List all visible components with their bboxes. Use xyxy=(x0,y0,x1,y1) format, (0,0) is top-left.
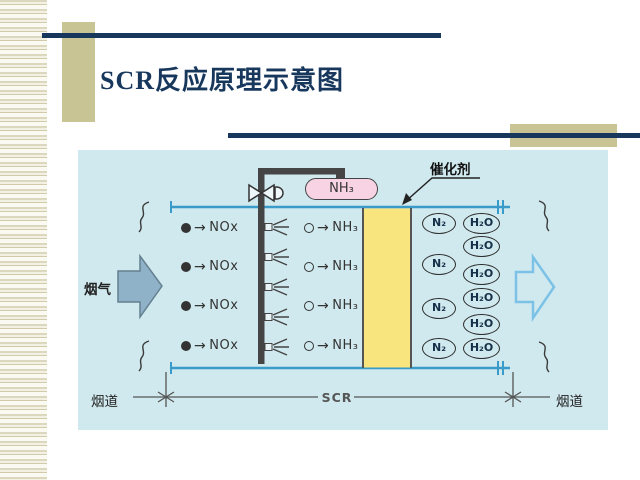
page-title: SCR反应原理示意图 xyxy=(100,66,345,95)
nh3-label: NH₃ xyxy=(332,220,359,235)
nox-label: NOx xyxy=(209,220,239,235)
duct-label-right: 烟道 xyxy=(556,394,583,410)
catalyst-label: 催化剂 xyxy=(430,162,471,178)
nh3-label: NH₃ xyxy=(332,298,359,313)
ammonia-pipe-stub xyxy=(336,174,345,181)
catalyst-leader-line xyxy=(405,177,480,202)
flow-arrow-icon: → xyxy=(317,337,330,354)
nh3-particle-icon xyxy=(304,261,314,272)
mid-rule xyxy=(228,133,640,138)
h2o-oval: H₂O xyxy=(463,213,500,234)
flow-arrow-icon: → xyxy=(194,337,207,354)
flue-gas-label: 烟气 xyxy=(84,282,111,298)
ammonia-tank-label: NH₃ xyxy=(305,178,378,200)
duct-break-icon xyxy=(538,341,550,373)
dimension-cross-left-icon xyxy=(157,391,175,403)
nh3-label: NH₃ xyxy=(332,338,359,353)
h2o-oval: H₂O xyxy=(463,288,500,309)
diagram-linework xyxy=(117,168,556,407)
nox-row: → NOx xyxy=(181,259,238,274)
ammonia-pipe-horizontal xyxy=(258,168,345,175)
nox-particle-icon xyxy=(181,222,191,233)
h2o-oval: H₂O xyxy=(463,314,500,335)
n2-oval: N₂ xyxy=(422,254,456,275)
duct-break-icon xyxy=(138,201,150,233)
spray-nozzle-icon xyxy=(264,278,289,296)
nox-row: → NOx xyxy=(181,338,238,353)
n2-oval: N₂ xyxy=(422,298,456,319)
flow-arrow-icon: → xyxy=(317,297,330,314)
h2o-oval: H₂O xyxy=(463,236,500,257)
duct-break-icon xyxy=(538,200,550,232)
valve-icon xyxy=(248,183,284,203)
nh3-particle-icon xyxy=(304,340,314,351)
flue-gas-inlet-arrow-icon xyxy=(117,253,163,320)
spray-nozzle-icon xyxy=(264,218,289,236)
scr-section-label: SCR xyxy=(321,390,353,405)
nh3-row: → NH₃ xyxy=(304,298,358,313)
duct-break-icon xyxy=(138,340,150,372)
nox-particle-icon xyxy=(181,261,191,272)
nh3-particle-icon xyxy=(304,222,314,233)
dimension-cross-right-icon xyxy=(504,391,522,403)
nh3-row: → NH₃ xyxy=(304,220,358,235)
ammonia-pipe-vertical xyxy=(258,168,265,364)
flow-arrow-icon: → xyxy=(194,258,207,275)
spray-nozzle-icon xyxy=(264,308,289,326)
nox-row: → NOx xyxy=(181,220,238,235)
duct-end-ticks-icon xyxy=(170,200,504,375)
title-accent-bar xyxy=(62,22,95,122)
nox-particle-icon xyxy=(181,340,191,351)
duct-label-left: 烟道 xyxy=(91,394,118,410)
nox-row: → NOx xyxy=(181,298,238,313)
top-rule xyxy=(42,33,441,38)
nox-label: NOx xyxy=(209,338,239,353)
spray-nozzle-icon xyxy=(264,338,289,356)
n2-oval: N₂ xyxy=(422,213,456,234)
nh3-particle-icon xyxy=(304,300,314,311)
nox-label: NOx xyxy=(209,298,239,313)
scr-process-diagram: NH₃ 催化剂 → NOx → NOx → NOx → NOx → NH₃ xyxy=(78,150,608,430)
flow-arrow-icon: → xyxy=(194,297,207,314)
n2-oval: N₂ xyxy=(422,338,456,359)
scr-dimension-line xyxy=(133,372,550,407)
nox-label: NOx xyxy=(209,259,239,274)
nox-particle-icon xyxy=(181,300,191,311)
flow-arrow-icon: → xyxy=(194,219,207,236)
h2o-oval: H₂O xyxy=(463,264,500,285)
clean-gas-outlet-arrow-icon xyxy=(514,253,556,323)
spray-nozzle-icon xyxy=(264,248,289,266)
flow-arrow-icon: → xyxy=(317,219,330,236)
catalyst-leader-arrowhead-icon xyxy=(402,193,412,205)
flow-arrow-icon: → xyxy=(317,258,330,275)
h2o-oval: H₂O xyxy=(463,338,500,359)
nh3-row: → NH₃ xyxy=(304,259,358,274)
left-stripe-decoration xyxy=(0,0,47,480)
nh3-label: NH₃ xyxy=(332,259,359,274)
catalyst-block xyxy=(363,208,411,368)
nh3-row: → NH₃ xyxy=(304,338,358,353)
